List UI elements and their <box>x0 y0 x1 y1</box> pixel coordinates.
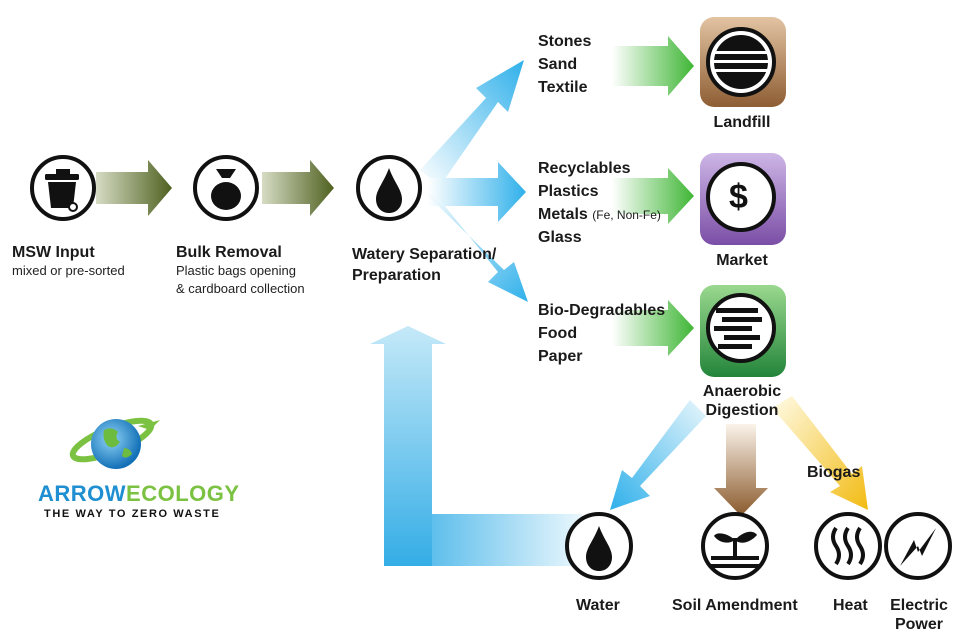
landfill-tile <box>700 17 786 107</box>
lightning-icon <box>884 512 952 580</box>
company-logo-wordmark: ARROWECOLOGY <box>38 481 240 507</box>
arrow-digestion-to-soil <box>714 424 768 516</box>
heat-icon <box>814 512 882 580</box>
arrow-bio-to-digestion <box>612 300 694 356</box>
arrow-recyclables-to-market <box>612 168 694 224</box>
msw-input-title: MSW Input <box>12 244 95 261</box>
separation-line1: Watery Separation/ <box>352 246 497 263</box>
arrow-bulk-to-separation <box>262 160 334 216</box>
garbage-bag-icon <box>193 155 259 221</box>
trash-bin-icon <box>30 155 96 221</box>
arrow-digestion-to-water <box>610 400 706 510</box>
arrowecology-logo-icon <box>69 417 160 469</box>
digestion-label-line2: Digestion <box>705 402 779 419</box>
inert-item-stones: Stones <box>538 33 592 50</box>
arrow-separation-to-bio <box>424 192 528 302</box>
recyclables-metals-note: (Fe, Non-Fe) <box>592 208 661 222</box>
market-label: Market <box>716 252 768 269</box>
sprout-icon <box>701 512 769 580</box>
digestion-tile <box>700 285 786 377</box>
digestion-label-line1: Anaerobic <box>702 383 782 400</box>
bio-paper: Paper <box>538 348 583 365</box>
biogas-label: Biogas <box>807 464 861 481</box>
recyclables-plastics: Plastics <box>538 183 599 200</box>
logo-part-arrow: ARROW <box>38 481 127 506</box>
arrow-inert-to-landfill <box>612 36 694 96</box>
inert-item-textile: Textile <box>538 79 588 96</box>
inert-item-sand: Sand <box>538 56 578 73</box>
landfill-label: Landfill <box>713 114 771 131</box>
recyclables-glass: Glass <box>538 229 582 246</box>
bulk-removal-line1: Plastic bags opening <box>176 263 296 278</box>
water-drop-icon <box>356 155 422 221</box>
bulk-removal-title: Bulk Removal <box>176 244 282 261</box>
water-output-label: Water <box>576 597 620 614</box>
dollar-sign-icon: $ <box>729 178 748 216</box>
arrow-msw-to-bulk <box>96 160 172 216</box>
logo-part-ecology: ECOLOGY <box>126 481 240 506</box>
arrow-water-return-horizontal <box>386 514 582 566</box>
soil-amendment-label: Soil Amendment <box>672 597 798 614</box>
arrow-water-return-vertical <box>370 326 446 566</box>
water-output-drop-icon <box>565 512 633 580</box>
recyclables-metals-label: Metals <box>538 206 588 223</box>
arrow-separation-to-recyclables <box>428 162 526 222</box>
arrow-separation-to-inert <box>420 60 524 186</box>
market-tile <box>700 153 786 245</box>
electric-power-line1: Electric <box>890 597 948 614</box>
electric-power-line2: Power <box>894 616 943 633</box>
bio-food: Food <box>538 325 578 342</box>
bio-heading: Bio-Degradables <box>538 302 666 319</box>
recyclables-heading: Recyclables <box>538 160 631 177</box>
arrow-digestion-to-biogas <box>772 396 868 510</box>
msw-input-subtitle: mixed or pre-sorted <box>12 263 125 278</box>
bulk-removal-line2: & cardboard collection <box>176 281 305 296</box>
recyclables-metals: Metals (Fe, Non-Fe) <box>538 204 661 226</box>
heat-label: Heat <box>833 597 868 614</box>
separation-line2: Preparation <box>352 267 441 284</box>
logo-tagline: THE WAY TO ZERO WASTE <box>44 508 221 520</box>
